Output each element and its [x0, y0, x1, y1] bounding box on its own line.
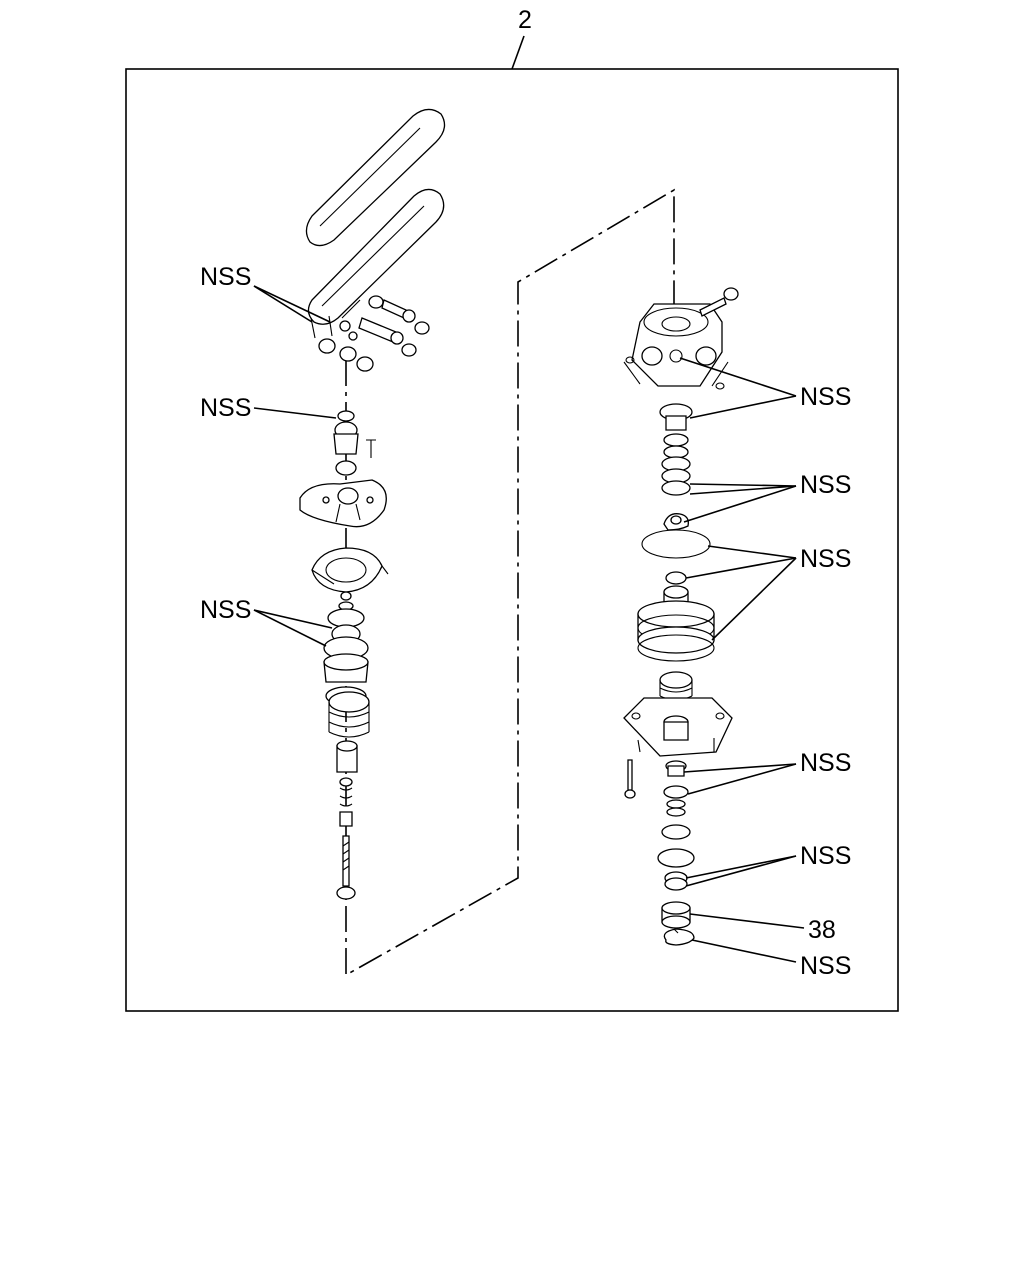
- callout-label-right-lower-seals: NSS: [800, 749, 851, 777]
- left-spring: [328, 691, 370, 738]
- right-piston: [637, 571, 715, 662]
- spring-clip: [641, 513, 711, 559]
- callout-leader: [689, 485, 797, 495]
- left-stack: [299, 108, 446, 900]
- pedal-pad-lower: [307, 188, 445, 325]
- callout-leader: [253, 609, 327, 647]
- left-sleeve: [336, 740, 358, 773]
- washers: [657, 824, 695, 868]
- callout-leader: [685, 855, 797, 887]
- callout-leader: [707, 545, 797, 559]
- assembly-number-leader: [511, 35, 525, 70]
- upper-sleeve: [659, 403, 693, 459]
- left-small-spring: [339, 777, 353, 827]
- callout-leader: [689, 483, 797, 487]
- orings-stack: [661, 456, 691, 496]
- pedal-pins: [310, 295, 430, 372]
- assembly-number-label: 2: [518, 6, 532, 34]
- retaining-ring: [663, 928, 695, 946]
- callout-label-right-bottom-seals: NSS: [800, 842, 851, 870]
- assembly-frame: [125, 68, 899, 1012]
- callout-label-right-housing: NSS: [800, 383, 851, 411]
- bushing-38: [661, 901, 691, 929]
- callout-leader: [253, 285, 331, 323]
- upper-housing: [623, 303, 729, 390]
- callout-leader: [253, 285, 313, 323]
- lower-housing-bolt: [624, 759, 636, 799]
- pedal-pad-upper: [305, 108, 446, 247]
- left-bolt: [336, 835, 356, 900]
- callout-leader: [711, 557, 797, 641]
- callout-label-left-roller: NSS: [200, 394, 251, 422]
- right-stack: [623, 287, 739, 946]
- pedal-bracket: [299, 479, 387, 528]
- callout-leader: [687, 763, 797, 795]
- bottom-seals: [664, 871, 688, 891]
- callout-leader: [683, 763, 797, 773]
- roller: [333, 410, 376, 476]
- callout-label-part-38: 38: [808, 916, 836, 944]
- upper-seals: [323, 591, 369, 660]
- right-spring: [659, 671, 693, 701]
- callout-leader: [683, 485, 797, 523]
- callout-leader: [685, 557, 797, 579]
- callout-leader: [689, 913, 805, 929]
- callout-leader: [689, 395, 797, 419]
- lower-seals: [663, 760, 689, 817]
- callout-label-right-retaining-ring: NSS: [800, 952, 851, 980]
- callout-label-left-pedal-pins: NSS: [200, 263, 251, 291]
- callout-leader: [679, 357, 797, 397]
- housing-screw: [699, 287, 739, 317]
- callout-label-right-piston: NSS: [800, 545, 851, 573]
- callout-leader: [685, 855, 797, 879]
- callout-leader: [253, 609, 333, 629]
- callout-label-left-seals: NSS: [200, 596, 251, 624]
- callout-leader: [253, 407, 337, 419]
- lower-housing: [623, 697, 733, 757]
- callout-label-right-orings: NSS: [800, 471, 851, 499]
- callout-leader: [691, 939, 797, 963]
- shield-plate: [311, 547, 389, 593]
